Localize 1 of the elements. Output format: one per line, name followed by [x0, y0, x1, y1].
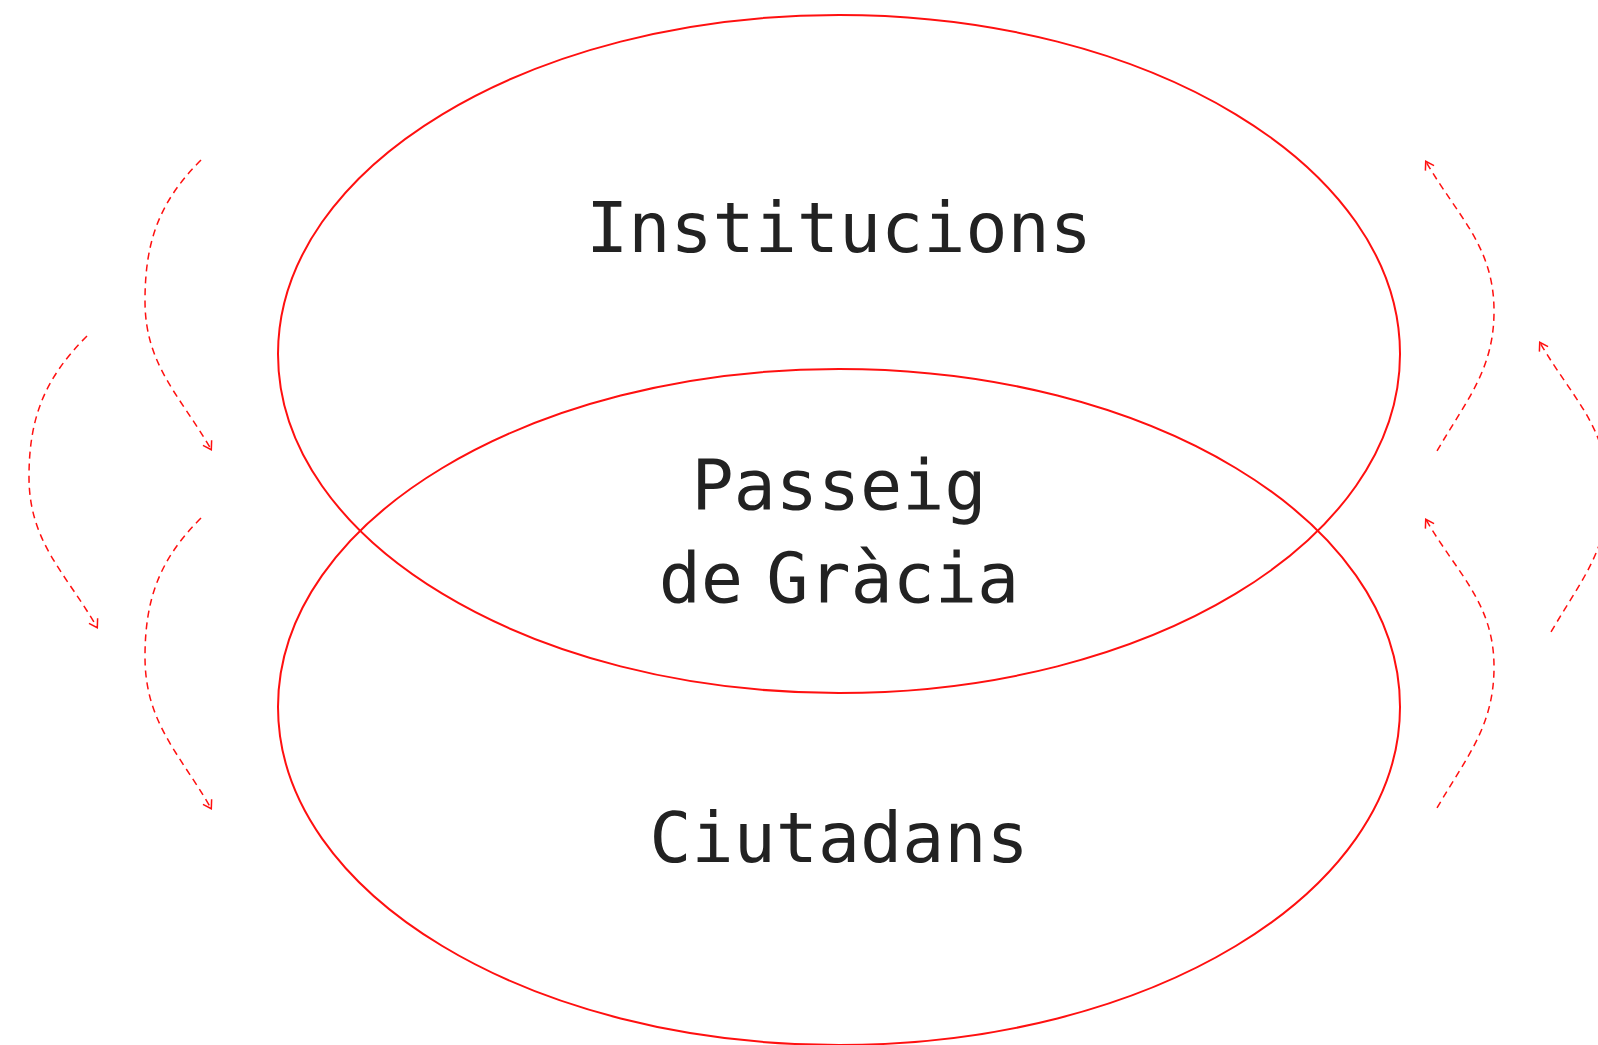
- overlap-label: Passeig de Gràcia: [662, 456, 1014, 604]
